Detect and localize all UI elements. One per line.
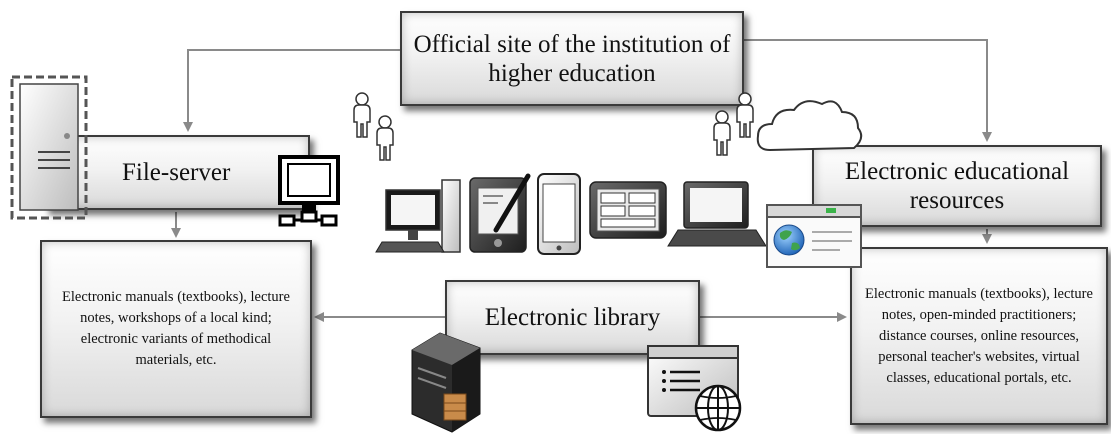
file-server-box: File-server xyxy=(45,135,310,210)
eer-label: Electronic educational resources xyxy=(844,158,1070,214)
local-resources-box: Electronic manuals (textbooks), lecture … xyxy=(40,240,312,418)
network-computer-icon xyxy=(278,155,340,227)
arrow-official-to-fileserver xyxy=(183,49,402,132)
globe-icon xyxy=(694,384,742,432)
online-resources-box: Electronic manuals (textbooks), lecture … xyxy=(850,247,1108,425)
laptop-icon xyxy=(667,181,767,247)
globe-icon xyxy=(773,224,805,256)
electronic-library-label: Electronic library xyxy=(484,304,661,331)
official-site-label: Official site of the institution of high… xyxy=(413,30,731,87)
server-tower-icon xyxy=(10,75,88,220)
desktop-computer-icon xyxy=(375,179,461,253)
smartphone-icon xyxy=(537,173,581,255)
users-icon xyxy=(353,92,394,161)
file-server-label: File-server xyxy=(122,159,231,186)
arrow-official-to-eer xyxy=(744,39,992,142)
tablet-icon xyxy=(589,181,667,239)
electronic-library-box: Electronic library xyxy=(445,280,700,355)
local-resources-text: Electronic manuals (textbooks), lecture … xyxy=(62,289,290,368)
users-icon xyxy=(713,92,754,156)
cloud-icon xyxy=(756,100,863,152)
online-resources-text: Electronic manuals (textbooks), lecture … xyxy=(865,285,1093,386)
database-server-icon xyxy=(411,332,481,433)
pda-icon xyxy=(469,173,531,253)
official-site-box: Official site of the institution of high… xyxy=(400,11,744,106)
